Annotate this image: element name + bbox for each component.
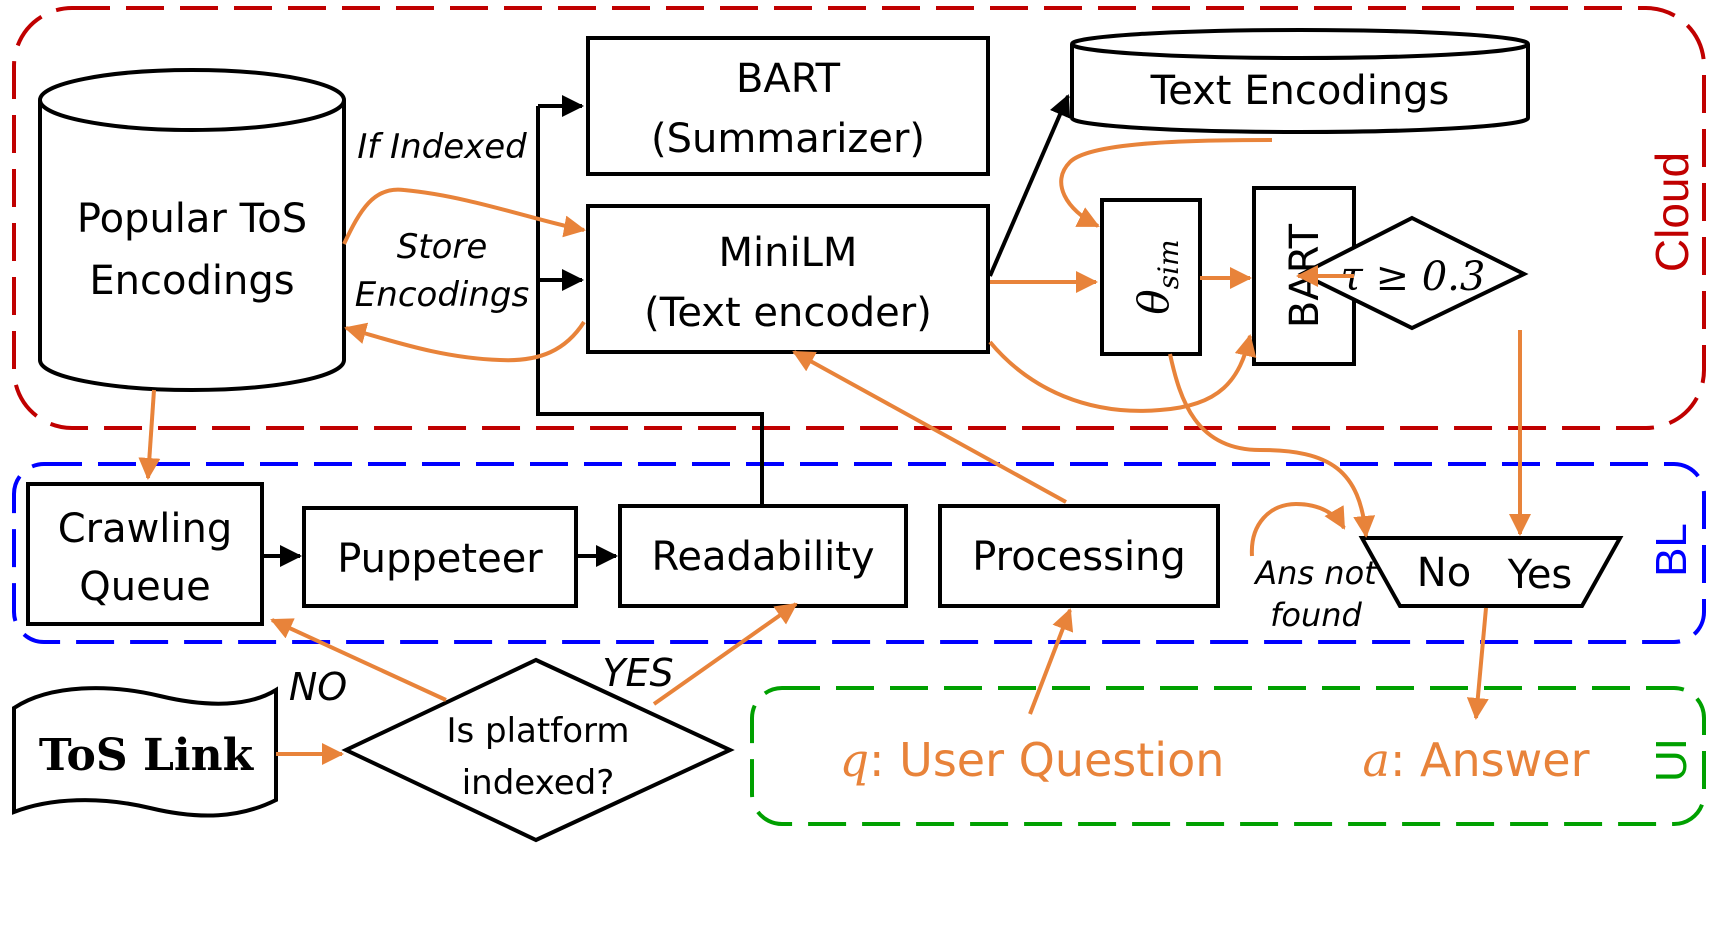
bart-summarizer-line2: (Summarizer) xyxy=(651,116,925,162)
puppeteer-label: Puppeteer xyxy=(337,536,543,582)
is-indexed-diamond: Is platform indexed? xyxy=(341,657,735,843)
cloud-region xyxy=(12,6,1706,430)
processing-box: Processing xyxy=(938,504,1220,608)
encodings-label: Encodings xyxy=(355,275,529,315)
minilm-line2: (Text encoder) xyxy=(644,290,932,336)
answer-label: a: Answer xyxy=(1363,733,1590,787)
bart-summarizer-box: BART (Summarizer) xyxy=(586,36,990,176)
cloud-label: Cloud xyxy=(1646,152,1698,272)
answer-decision-trapezoid: No Yes xyxy=(1358,536,1624,608)
popular-tos-line1: Popular ToS xyxy=(77,196,307,242)
yes-edge-label: YES xyxy=(602,651,673,695)
orange-connectors xyxy=(138,138,1531,765)
tos-link-document: ToS Link xyxy=(12,686,278,818)
if-indexed-label: If Indexed xyxy=(357,127,527,167)
tau-threshold-diamond: τ ≥ 0.3 xyxy=(1297,215,1529,331)
ui-label: UI xyxy=(1647,738,1696,782)
tau-label: τ ≥ 0.3 xyxy=(1341,254,1486,300)
bl-region xyxy=(12,462,1706,644)
is-indexed-line2: indexed? xyxy=(462,763,615,803)
ans-not-label: Ans not xyxy=(1253,554,1378,592)
popular-tos-line2: Encodings xyxy=(89,258,294,304)
crawling-queue-box: Crawling Queue xyxy=(26,482,264,626)
text-encodings-label: Text Encodings xyxy=(1150,68,1450,114)
decision-yes: Yes xyxy=(1507,552,1573,598)
puppeteer-box: Puppeteer xyxy=(302,506,578,608)
readability-label: Readability xyxy=(651,534,874,580)
store-label: Store xyxy=(397,227,488,267)
ui-region xyxy=(750,686,1706,826)
processing-label: Processing xyxy=(972,534,1186,580)
text-encodings-db: Text Encodings xyxy=(1070,28,1530,134)
readability-box: Readability xyxy=(618,504,908,608)
black-connectors xyxy=(264,94,1071,567)
is-indexed-line1: Is platform xyxy=(446,711,629,751)
crawling-queue-line1: Crawling xyxy=(58,506,233,552)
theta-sim-label: θsim xyxy=(1129,239,1185,314)
tos-link-label: ToS Link xyxy=(39,730,255,781)
no-edge-label: NO xyxy=(289,665,347,709)
found-label: found xyxy=(1270,596,1362,634)
bart-summarizer-line1: BART xyxy=(736,56,841,102)
bl-label: BL xyxy=(1647,523,1696,577)
decision-no: No xyxy=(1417,550,1471,596)
user-question-label: q: User Question xyxy=(840,733,1225,787)
minilm-line1: MiniLM xyxy=(719,230,858,276)
crawling-queue-line2: Queue xyxy=(79,564,210,610)
theta-sim-box: θsim xyxy=(1100,198,1202,356)
popular-tos-encodings-db: Popular ToS Encodings xyxy=(38,68,346,392)
minilm-box: MiniLM (Text encoder) xyxy=(586,204,990,354)
